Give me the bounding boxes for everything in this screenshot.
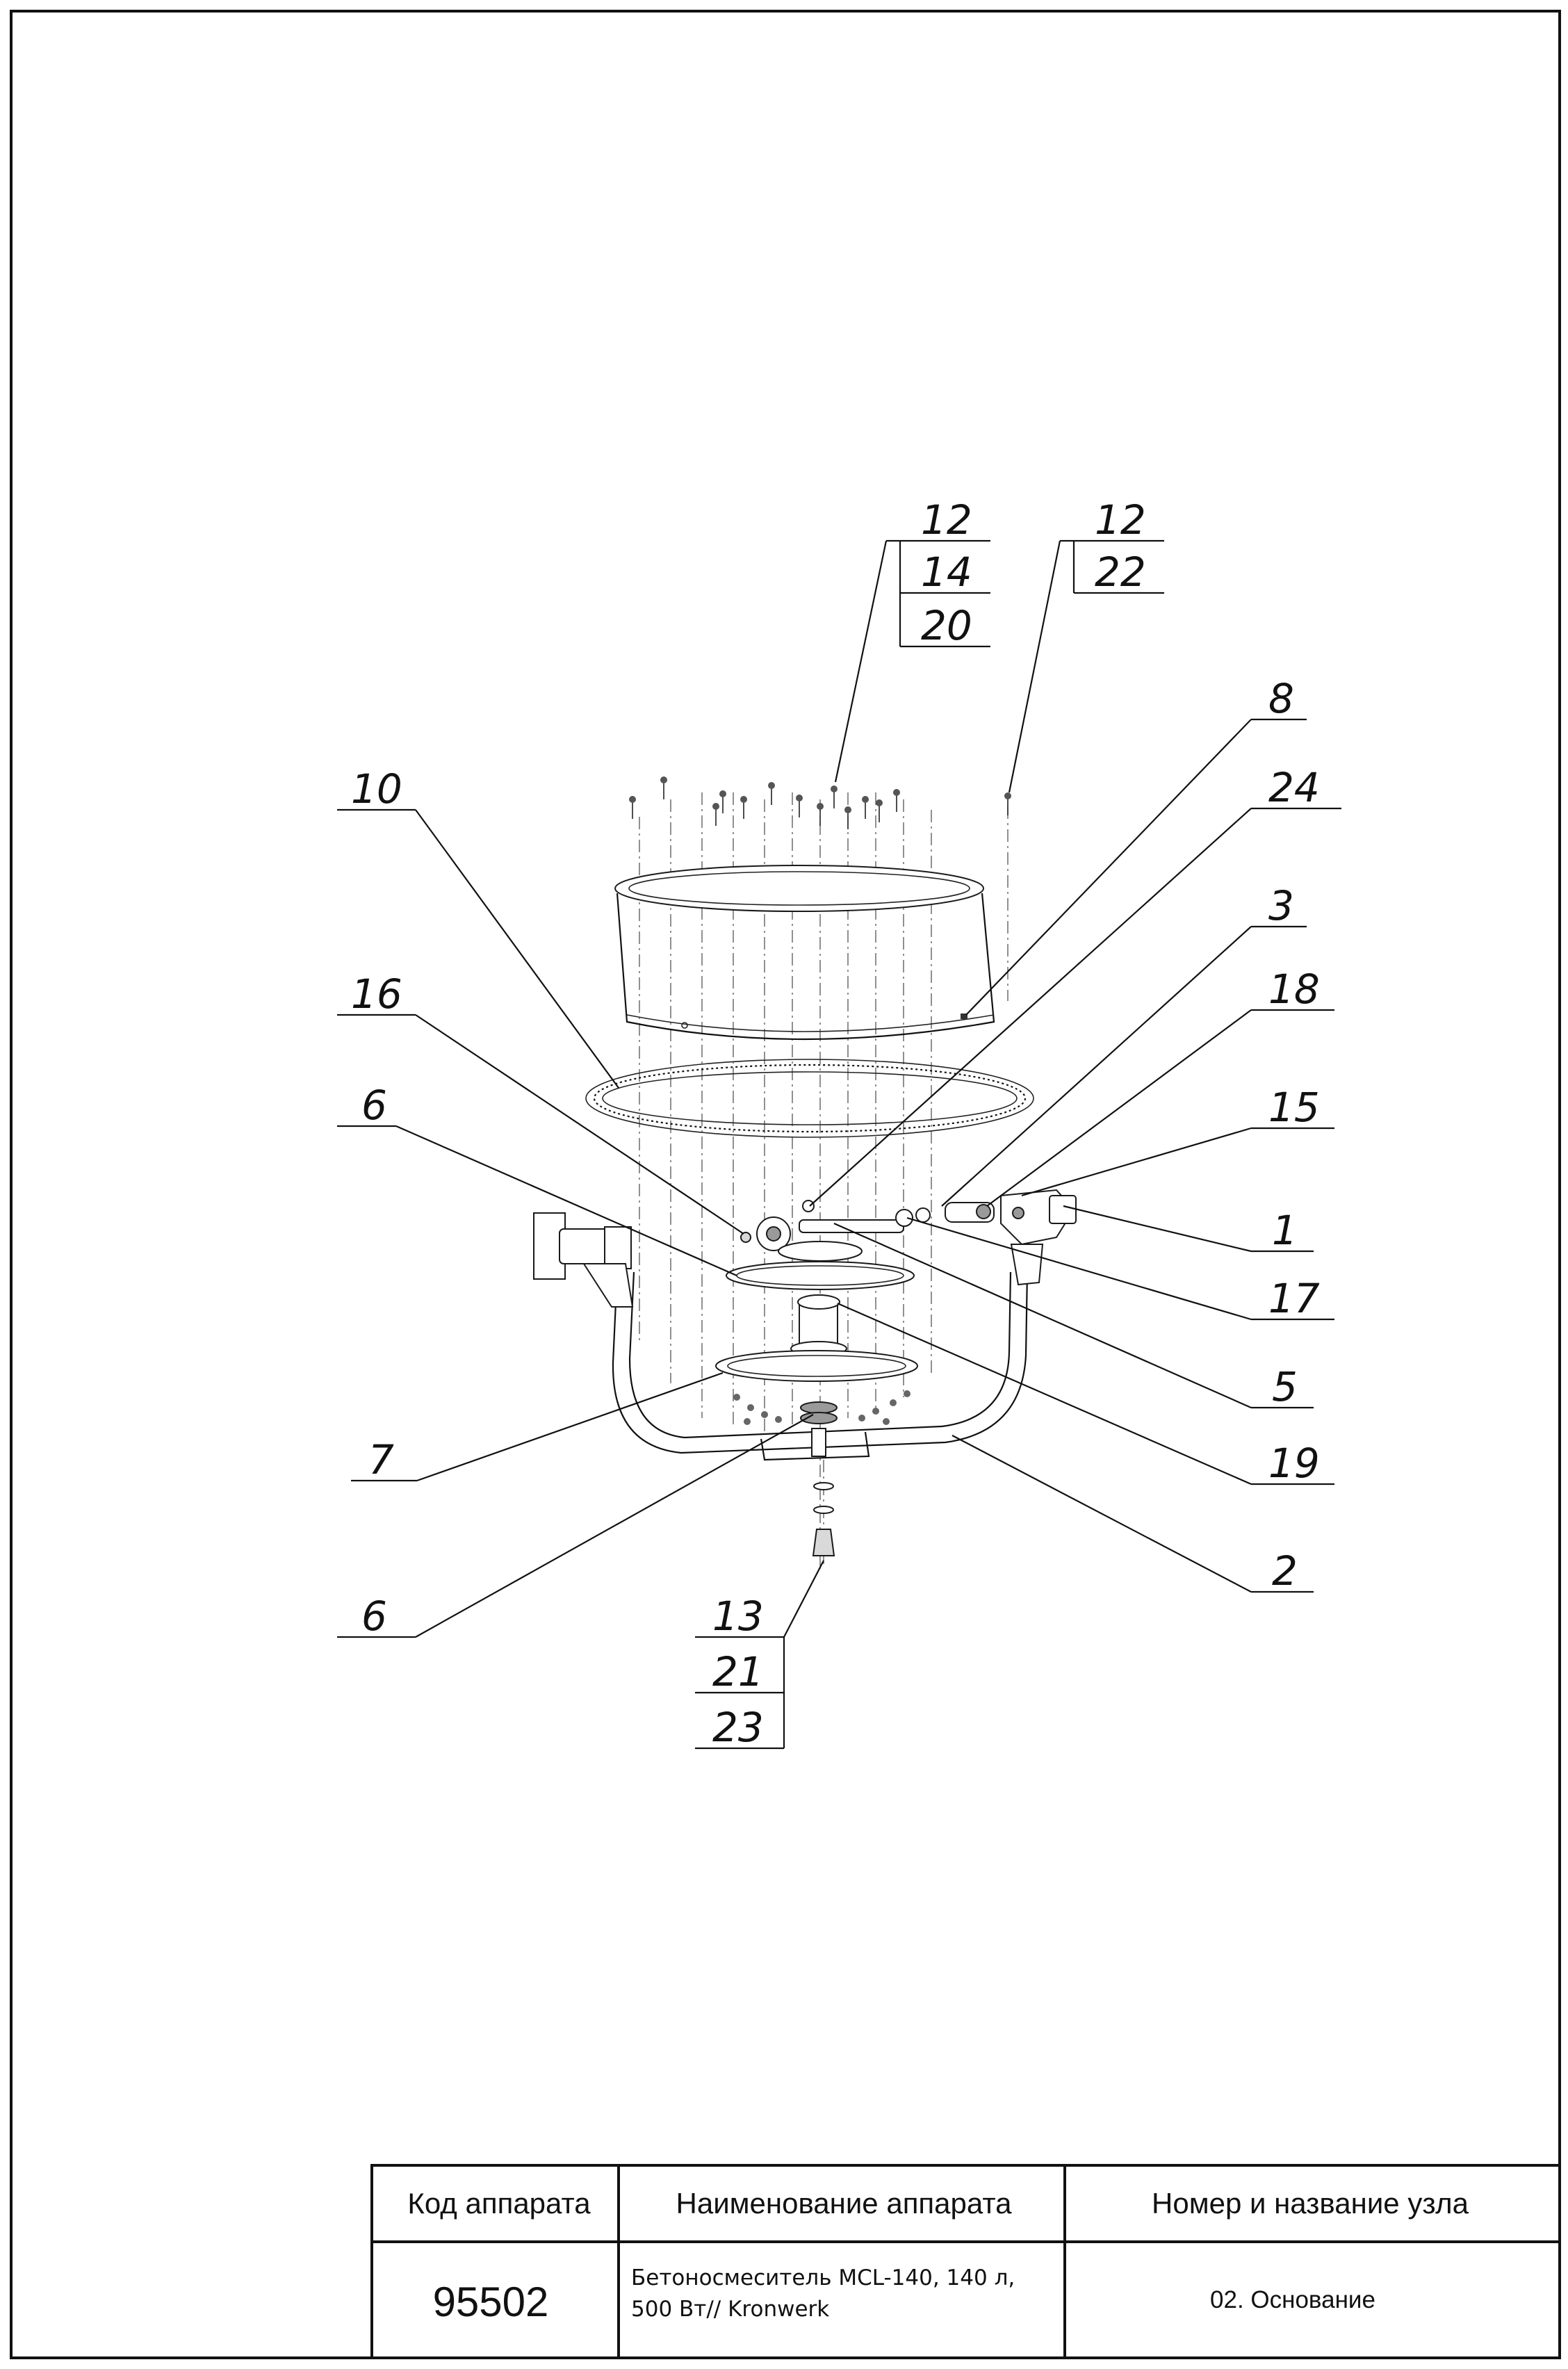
apparatus-name-line1: Бетоносмеситель MCL-140, 140 л, [631, 2265, 1015, 2290]
bottom-fasteners [812, 1460, 835, 1564]
hub-and-flanges [715, 1241, 918, 1424]
callout-16: 16 [351, 970, 402, 1018]
drive-shaft-assembly [740, 1189, 1077, 1251]
callout-10: 10 [351, 765, 402, 813]
callout-17: 17 [1268, 1275, 1320, 1322]
top-screws [629, 776, 1011, 829]
lower-bolts [733, 1390, 910, 1425]
apparatus-name-line2: 500 Вт// Kronwerk [631, 2297, 829, 2322]
title-block: Код аппарата Наименование аппарата Номер… [370, 2164, 1561, 2359]
callout-12-right: 12 [1095, 496, 1146, 544]
callout-18: 18 [1268, 966, 1320, 1013]
callout-22: 22 [1095, 548, 1146, 596]
tubular-frame [612, 1271, 1029, 1461]
name-column-header: Наименование аппарата [676, 2187, 1013, 2220]
code-column-header: Код аппарата [407, 2187, 591, 2220]
ring-gear [585, 1059, 1034, 1138]
right-bracket [1010, 1244, 1044, 1286]
callout-14: 14 [921, 548, 972, 596]
callout-1: 1 [1272, 1207, 1298, 1254]
callout-5: 5 [1272, 1363, 1298, 1410]
node-name: 02. Основание [1210, 2286, 1375, 2313]
callout-24: 24 [1268, 764, 1320, 811]
node-column-header: Номер и название узла [1152, 2187, 1469, 2220]
part-callouts: 12 14 20 12 22 8 24 10 3 18 16 6 15 1 17… [351, 496, 1320, 1751]
drum-bowl [614, 865, 995, 1041]
callout-12: 12 [921, 496, 972, 544]
callout-19: 19 [1268, 1440, 1320, 1487]
drawing-frame [10, 10, 1561, 2359]
callout-20: 20 [921, 602, 972, 649]
callout-7: 7 [368, 1436, 394, 1483]
exploded-view-diagram: 12 14 20 12 22 8 24 10 3 18 16 6 15 1 17… [337, 496, 1341, 1751]
apparatus-code: 95502 [433, 2279, 549, 2325]
callout-6-lower: 6 [361, 1593, 387, 1640]
callout-13: 13 [712, 1593, 764, 1640]
callout-6-upper: 6 [361, 1082, 387, 1129]
leader-lines [337, 539, 1341, 1750]
left-bracket [533, 1212, 634, 1308]
callout-21: 21 [712, 1648, 764, 1695]
callout-23: 23 [712, 1704, 764, 1751]
callout-2: 2 [1272, 1547, 1298, 1595]
callout-3: 3 [1268, 882, 1294, 929]
callout-15: 15 [1268, 1084, 1320, 1131]
callout-8: 8 [1268, 675, 1294, 722]
